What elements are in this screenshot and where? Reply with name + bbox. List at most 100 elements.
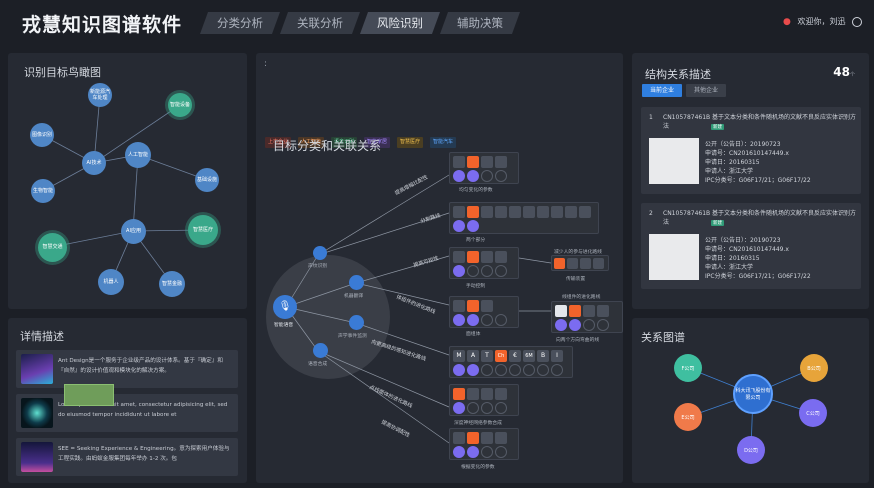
user-greeting: 欢迎你，刘迅: [797, 17, 846, 26]
hub-label: 声学事件监测: [338, 334, 367, 339]
node-ai-tech[interactable]: AI技术: [82, 151, 106, 175]
branch-label: 提高增幅比配性: [393, 173, 429, 197]
group-label: 面组体: [466, 332, 481, 337]
synthesis-icon[interactable]: [313, 343, 328, 358]
branch-label: 点线面体的进化路线: [368, 383, 414, 410]
overlay-image: [64, 384, 114, 406]
patent-app: 申请号：CN201610147449.x: [705, 150, 789, 157]
company-node[interactable]: E公司: [674, 403, 702, 431]
feature-group[interactable]: [449, 247, 519, 279]
feature-group[interactable]: M A T Ch € 6M B I: [449, 346, 573, 378]
detail-text: Lorem ipsum dolor sit amet, consectetur …: [58, 402, 228, 418]
patent-title: CN105787461B 基于文本分类和条件随机场的文献不良反应实体识别方法: [663, 114, 857, 130]
mic-icon[interactable]: [313, 246, 327, 260]
group-label: 两个部分: [466, 238, 486, 243]
node-bio-intelligence[interactable]: 生物智能: [31, 179, 55, 203]
feature-group[interactable]: [449, 428, 519, 460]
patent-number: 2: [649, 210, 653, 217]
patent-date: 申请日：20160315: [705, 159, 760, 166]
branch-label: 分割路线: [419, 211, 441, 225]
status-badge: 新建: [711, 124, 724, 130]
tag-ai[interactable]: 人工智能: [298, 137, 325, 148]
tab-other-company[interactable]: 其他企业: [686, 84, 726, 97]
tab-risk[interactable]: 风险识别: [359, 12, 441, 34]
node-image-recognition[interactable]: 图像识别: [30, 123, 54, 147]
app-title: 戎慧知识图谱软件: [22, 14, 183, 36]
node-smart-traffic[interactable]: 智慧交通: [38, 233, 67, 262]
patent-thumbnail: [649, 234, 699, 280]
patent-date: 申请日：20160315: [705, 255, 760, 262]
detail-text: Ant Design是一个服务于企业级产品的设计体系。基于『确定』和『自然』的设…: [58, 358, 223, 374]
details-title: 详情描述: [20, 330, 64, 343]
node-new-energy[interactable]: 新能源汽车处理: [88, 83, 112, 107]
detail-item[interactable]: Lorem ipsum dolor sit amet, consectetur …: [16, 384, 238, 432]
app-header: 戎慧知识图谱软件 分类分析 关联分析 风险识别 辅助决策 ● 欢迎你，刘迅: [0, 0, 874, 46]
node-smart-finance[interactable]: 智慧金融: [159, 271, 185, 297]
user-area[interactable]: ● 欢迎你，刘迅: [783, 16, 862, 27]
node-smart-device[interactable]: 智能设备: [168, 93, 192, 117]
detail-item[interactable]: Ant Design是一个服务于企业级产品的设计体系。基于『确定』和『自然』的设…: [16, 350, 238, 388]
structure-count: 48个: [833, 65, 855, 79]
panel-marker: :: [264, 59, 268, 69]
detail-item[interactable]: SEE = Seeking Experience & Engineering。意…: [16, 438, 238, 476]
node-ai[interactable]: 人工智能: [125, 142, 151, 168]
detail-thumbnail: [21, 442, 53, 472]
tag-medical[interactable]: 智慧医疗: [397, 137, 424, 148]
overview-title: 识别目标鸟瞰图: [24, 66, 101, 79]
company-node[interactable]: C公司: [799, 399, 827, 427]
feature-group[interactable]: [449, 296, 519, 328]
feature-group[interactable]: [551, 255, 609, 271]
company-node[interactable]: D公司: [737, 436, 765, 464]
bell-icon[interactable]: ●: [783, 17, 791, 27]
detail-thumbnail: [21, 354, 53, 384]
tab-current-company[interactable]: 当前企业: [642, 84, 682, 97]
overview-panel: 识别目标鸟瞰图 新能源汽车处理 智能设备 图像识别 AI技术 人工智能 基础设施…: [8, 53, 247, 309]
company-node[interactable]: B公司: [800, 354, 828, 382]
branch-label: 提高可控性: [412, 254, 439, 269]
tab-association[interactable]: 关联分析: [279, 12, 361, 34]
tag-smart-home[interactable]: 智能家居: [364, 137, 391, 148]
patent-pub: 公开（公告日）：20190723: [705, 237, 781, 244]
node-smart-medical[interactable]: 智慧医疗: [188, 215, 218, 245]
side-label: 向两个方向弯曲的线: [556, 338, 600, 343]
voice-icon[interactable]: 🎙: [273, 295, 297, 319]
company-center-node[interactable]: 科大讯飞股份有限公司: [733, 374, 773, 414]
tag-car[interactable]: 智能汽车: [430, 137, 457, 148]
user-icon[interactable]: [852, 16, 862, 27]
node-robot[interactable]: 机器人: [98, 269, 124, 295]
patent-ipc: IPC分类号：G06F17/21；G06F17/22: [705, 177, 811, 184]
patent-card[interactable]: 2 CN105787461B 基于文本分类和条件随机场的文献不良反应实体识别方法…: [641, 203, 861, 289]
group-label: 均匀变化的参数: [459, 188, 493, 193]
feature-group[interactable]: [449, 202, 599, 234]
group-label: 手动控制: [466, 284, 486, 289]
translate-icon[interactable]: [349, 275, 364, 290]
node-ai-application[interactable]: AI应用: [121, 219, 146, 244]
patent-title: CN105787461B 基于文本分类和条件随机场的文献不良反应实体识别方法: [663, 210, 857, 226]
side-label: 传输装置: [566, 277, 586, 282]
structure-title: 结构关系描述: [645, 68, 711, 81]
patent-owner: 申请人：浙江大学: [705, 264, 754, 271]
event-icon[interactable]: [349, 315, 364, 330]
side-label: 减少人的参与进化路线: [554, 250, 602, 255]
feature-group[interactable]: [449, 384, 519, 416]
classification-title: 目标分类和关联关系: [273, 139, 382, 153]
branch-label: 体组件的进化路线: [395, 292, 436, 315]
node-infrastructure[interactable]: 基础设施: [195, 168, 219, 192]
side-label: 线组件的进化路线: [562, 295, 601, 300]
patent-card[interactable]: 1 CN105787461B 基于文本分类和条件随机场的文献不良反应实体识别方法…: [641, 107, 861, 194]
feature-group[interactable]: [551, 301, 623, 333]
details-panel: 详情描述 Ant Design是一个服务于企业级产品的设计体系。基于『确定』和『…: [8, 318, 247, 483]
hub-label: 语音合成: [308, 362, 328, 367]
tab-classification[interactable]: 分类分析: [199, 12, 281, 34]
tag-speech[interactable]: 语音识别: [331, 137, 358, 148]
patent-ipc: IPC分类号：G06F17/21；G06F17/22: [705, 273, 811, 280]
hub-label: 智能语音: [274, 323, 294, 328]
feature-group[interactable]: [449, 152, 519, 184]
tab-decision[interactable]: 辅助决策: [439, 12, 521, 34]
group-label: 深度神经网络参数合成: [454, 421, 502, 426]
company-node[interactable]: F公司: [674, 354, 702, 382]
tag-listed[interactable]: 上市企业: [265, 137, 292, 148]
patent-app: 申请号：CN201610147449.x: [705, 246, 789, 253]
patent-number: 1: [649, 114, 653, 121]
detail-thumbnail: [21, 398, 53, 428]
